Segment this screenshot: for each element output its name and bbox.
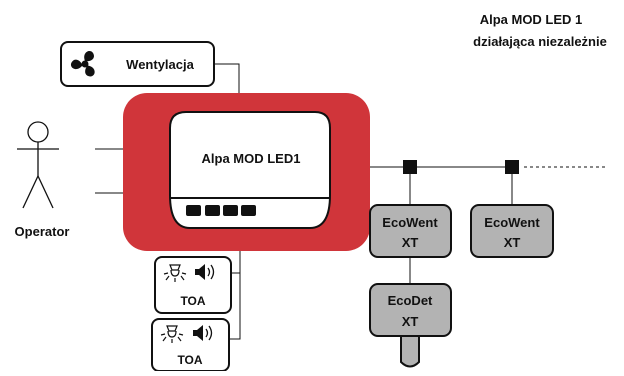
ecowent-device-2: EcoWent XT <box>470 204 554 258</box>
fan-icon <box>70 50 95 77</box>
controller-button-1 <box>186 205 201 216</box>
speaker-icon <box>195 264 215 280</box>
operator-label: Operator <box>15 224 70 239</box>
ecodet-line2: XT <box>402 314 419 329</box>
strobe-light-icon <box>163 264 187 282</box>
wire-toa <box>230 272 241 340</box>
controller: Alpa MOD LED1 <box>123 93 370 251</box>
ecowent-2-line2: XT <box>504 235 521 250</box>
toa-label-1: TOA <box>180 294 205 308</box>
bus-junction-2 <box>505 160 519 174</box>
strobe-light-icon <box>160 325 184 343</box>
ecowent-1-line2: XT <box>402 235 419 250</box>
ecodet-device: EcoDet XT <box>369 283 452 368</box>
bus-junction-1 <box>403 160 417 174</box>
ventilation-label: Wentylacja <box>126 57 194 72</box>
title-line-1: Alpa MOD LED 1 <box>480 12 583 27</box>
controller-label: Alpa MOD LED1 <box>202 151 301 166</box>
ecodet-line1: EcoDet <box>388 293 433 308</box>
controller-button-2 <box>205 205 220 216</box>
toa-label-2: TOA <box>177 353 202 367</box>
ecowent-1-line1: EcoWent <box>382 215 438 230</box>
ecowent-device-1: EcoWent XT <box>369 204 452 258</box>
ecodet-probe <box>400 333 420 368</box>
toa-box-2: TOA <box>151 318 230 372</box>
speaker-icon <box>193 325 213 341</box>
toa-box-1: TOA <box>154 256 232 314</box>
operator: Operator <box>15 121 70 239</box>
person-icon <box>17 121 59 209</box>
ventilation-box: Wentylacja <box>60 41 215 87</box>
title-line-2: działająca niezależnie <box>473 34 607 49</box>
controller-button-3 <box>223 205 238 216</box>
ecowent-2-line1: EcoWent <box>484 215 540 230</box>
controller-button-4 <box>241 205 256 216</box>
